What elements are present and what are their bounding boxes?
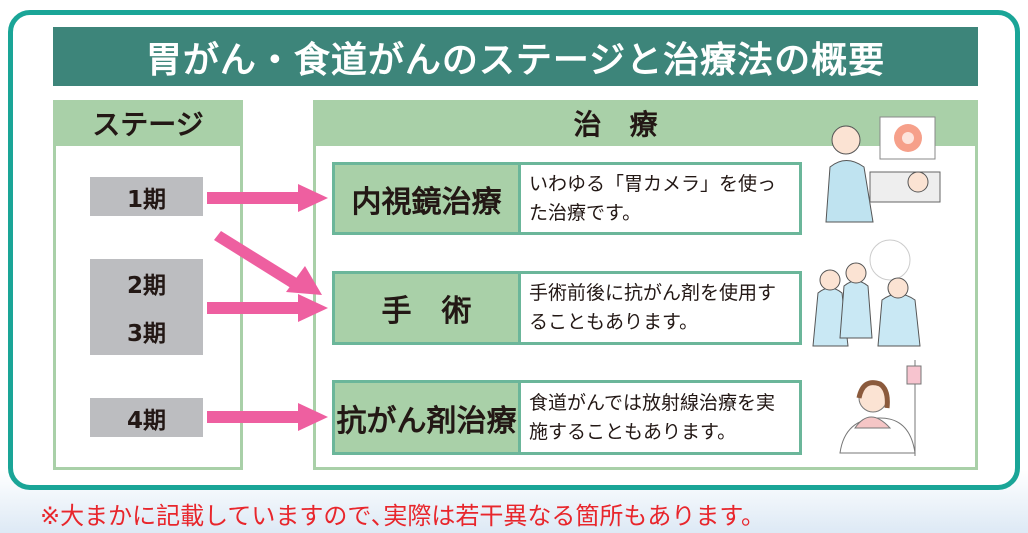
treatment-chemo: 抗がん剤治療食道がんでは放射線治療を実施することもあります。 <box>332 380 802 455</box>
treatment-description: いわゆる「胃カメラ」を使った治療です。 <box>529 172 777 224</box>
endoscopy-illustration-icon <box>825 116 941 223</box>
treatment-label: 内視鏡治療 <box>335 165 521 232</box>
footnote: ※大まかに記載していますので､実際は若干異なる箇所もあります。 <box>40 502 765 530</box>
arrow-icon <box>207 403 328 431</box>
treatment-endoscopic: 内視鏡治療いわゆる「胃カメラ」を使った治療です。 <box>332 162 802 235</box>
stage-header: ステージ <box>53 100 243 146</box>
surgery-illustration-icon <box>812 239 921 347</box>
stage-2-3: 2期 3期 <box>90 259 203 355</box>
stage-4: 4期 <box>90 398 203 437</box>
chemotherapy-illustration-icon <box>839 360 922 456</box>
stage-label: 4期 <box>126 407 166 434</box>
stage-label: 2期 <box>126 273 166 299</box>
stage-label: 3期 <box>126 321 166 347</box>
treatment-label: 手 術 <box>335 274 521 342</box>
page-title: 胃がん・食道がんのステージと治療法の概要 <box>53 27 978 86</box>
arrow-icon <box>207 294 328 322</box>
treatment-label: 抗がん剤治療 <box>335 383 521 452</box>
arrow-icon <box>214 231 322 295</box>
treatment-description: 食道がんでは放射線治療を実施することもあります。 <box>529 391 776 443</box>
stage-1: 1期 <box>90 177 203 216</box>
treatment-surgery: 手 術手術前後に抗がん剤を使用することもあります。 <box>332 271 802 345</box>
stage-label: 1期 <box>126 186 166 213</box>
treatment-header: 治 療 <box>313 100 978 146</box>
arrow-icon <box>207 184 328 212</box>
treatment-description: 手術前後に抗がん剤を使用することもあります。 <box>529 282 777 333</box>
